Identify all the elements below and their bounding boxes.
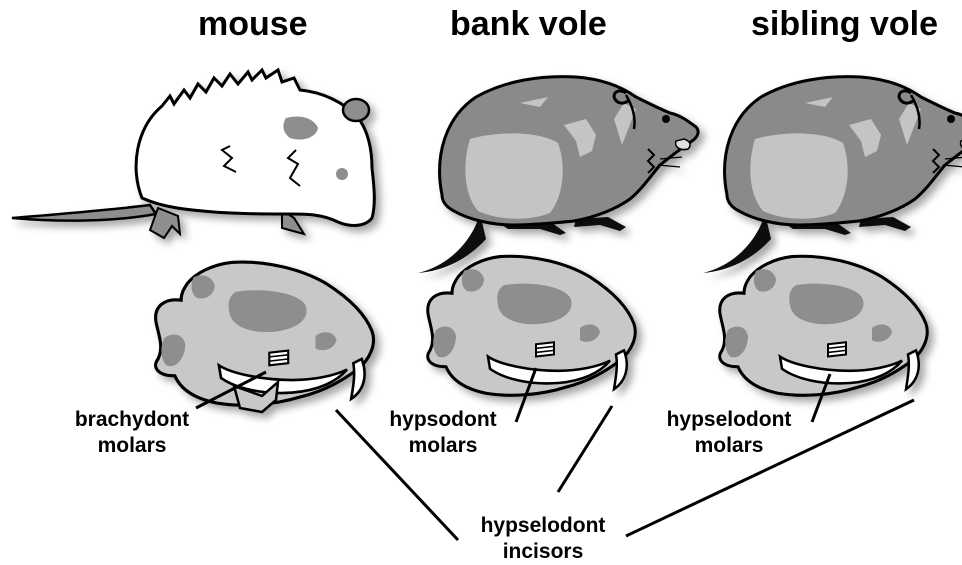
label-hypsodont-molars: hypsodont molars	[368, 407, 518, 459]
title-mouse: mouse	[198, 5, 308, 44]
label-hypselodont-incisors: hypselodont incisors	[463, 513, 623, 565]
title-sibling-vole: sibling vole	[751, 5, 938, 44]
sibling-vole-illustration	[703, 77, 962, 273]
mouse-skull	[156, 262, 374, 412]
label-brachydont-molars: brachydont molars	[52, 407, 212, 459]
bank-vole-skull	[428, 256, 636, 395]
label-hypselodont-molars: hypselodont molars	[648, 407, 810, 459]
bank-vole-illustration	[418, 77, 698, 273]
leader-incisor-bank-vole	[558, 406, 612, 492]
mouse-illustration	[12, 70, 374, 238]
sibling-vole-skull	[720, 256, 928, 395]
title-bank-vole: bank vole	[450, 5, 607, 44]
